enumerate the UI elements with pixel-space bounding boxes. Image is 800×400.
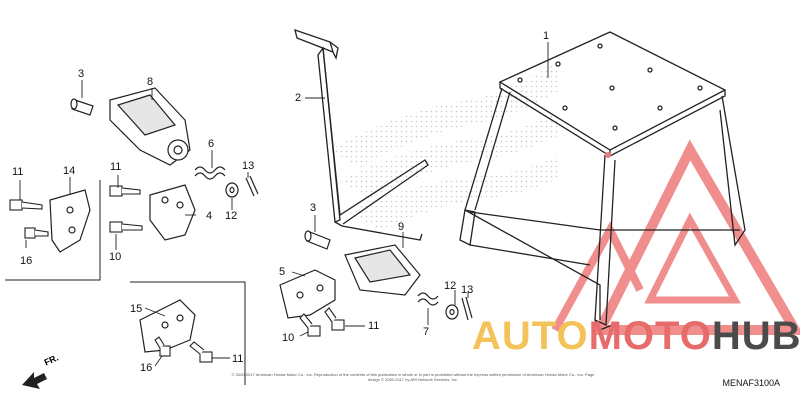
callout-5: 5: [279, 266, 286, 278]
springs: [194, 166, 439, 306]
part-bracket-14: [49, 189, 91, 253]
diagram-code: MENAF3100A: [722, 378, 780, 388]
watermark-hub: HUB: [711, 314, 800, 358]
callout-11: 11: [110, 161, 122, 173]
part-pin-lower: [304, 230, 331, 250]
callout-8: 8: [147, 76, 154, 88]
callout-15: 15: [130, 303, 143, 315]
part-stand-frame: [459, 31, 746, 331]
brand-wing-watermark: [330, 60, 560, 232]
bolts: [9, 185, 345, 363]
callout-11: 11: [232, 353, 244, 365]
callout-12: 12: [444, 280, 457, 292]
callout-13: 13: [461, 284, 474, 296]
callout-3: 3: [310, 202, 317, 214]
callout-6: 6: [208, 138, 215, 150]
callout-7: 7: [423, 326, 430, 338]
part-bracket-15: [139, 299, 196, 353]
callout-11: 11: [368, 320, 380, 332]
callout-10: 10: [109, 251, 122, 263]
callout-2: 2: [295, 92, 302, 104]
watermark-text: AUTOMOTOHUB: [472, 316, 800, 356]
copyright-text: © 2000-2017 American Honda Motor Co., In…: [231, 372, 595, 382]
callout-16: 16: [140, 362, 153, 374]
callout-3: 3: [78, 68, 85, 80]
watermark-auto: AUTO: [472, 314, 589, 358]
part-lever: [294, 28, 429, 241]
callout-12: 12: [225, 210, 238, 222]
callout-16: 16: [20, 255, 33, 267]
watermark-triangle-logo: [551, 139, 800, 335]
part-pin-upper: [70, 98, 94, 116]
callout-4: 4: [206, 210, 213, 222]
callout-11: 11: [12, 166, 24, 178]
callout-14: 14: [63, 165, 76, 177]
callout-9: 9: [398, 221, 405, 233]
callout-10: 10: [282, 332, 295, 344]
part-bracket-5: [279, 269, 336, 319]
part-footpeg-upper: [109, 87, 191, 166]
washers: [225, 182, 459, 320]
callout-13: 13: [242, 160, 255, 172]
front-arrow-icon: [22, 372, 47, 389]
watermark-moto: MOTO: [588, 314, 712, 358]
callout-1: 1: [543, 30, 550, 42]
section-dividers: [5, 180, 246, 385]
cotter-pins: [245, 175, 473, 321]
part-bracket-4: [149, 184, 196, 241]
leader-lines: [19, 42, 549, 367]
part-footpeg-lower: [344, 244, 421, 296]
